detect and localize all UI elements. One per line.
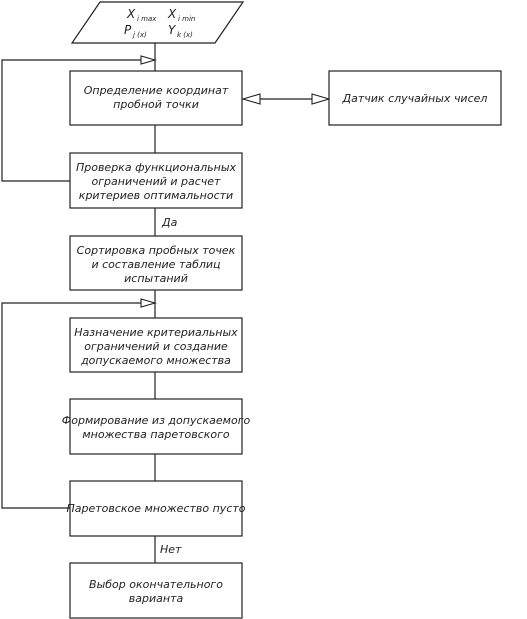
box-coords: Определение координат пробной точки bbox=[69, 70, 243, 126]
input-block: X i max X i min P j (x) Y k (x) bbox=[70, 1, 245, 44]
arrowhead-to-rng bbox=[311, 93, 331, 105]
box-assign: Назначение критериальных ограничений и с… bbox=[69, 317, 243, 373]
box-check: Проверка функциональных ограничений и ра… bbox=[69, 152, 243, 209]
x-min-subscript: i min bbox=[178, 15, 195, 23]
edge-label-no: Нет bbox=[160, 543, 182, 556]
box-empty: Паретовское множество пусто bbox=[66, 480, 246, 537]
box-form-line-1: Формирование из допускаемого bbox=[62, 414, 251, 427]
box-check-line-3: критериев оптимальности bbox=[79, 189, 233, 202]
p-subscript: j (x) bbox=[132, 31, 147, 39]
box-form-line-2: множества паретовского bbox=[82, 428, 230, 441]
box-empty-line-1: Паретовское множество пусто bbox=[66, 502, 245, 515]
y-symbol: Y bbox=[168, 23, 177, 37]
box-sort-line-3: испытаний bbox=[124, 272, 188, 285]
arrowhead-to-coords bbox=[241, 93, 261, 105]
loop-check-arrowhead bbox=[140, 55, 158, 65]
input-parallelogram bbox=[70, 1, 245, 44]
box-sort-line-2: и составление таблиц bbox=[91, 258, 220, 271]
loop-empty-to-assign bbox=[1, 302, 155, 509]
loop-empty-arrowhead bbox=[140, 298, 158, 308]
box-assign-line-3: допускаемого множества bbox=[80, 354, 231, 367]
box-choice: Выбор окончательного варианта bbox=[69, 562, 243, 619]
p-symbol: P bbox=[124, 23, 132, 37]
box-form: Формирование из допускаемого множества п… bbox=[62, 398, 251, 455]
edge-label-yes: Да bbox=[161, 216, 178, 229]
box-rng-line-1: Датчик случайных чисел bbox=[342, 92, 488, 105]
box-choice-line-1: Выбор окончательного bbox=[89, 578, 223, 591]
loop-check-to-coords bbox=[1, 59, 155, 182]
box-check-line-2: ограничений и расчет bbox=[92, 175, 222, 188]
box-coords-line-1: Определение координат bbox=[84, 84, 229, 97]
box-sort-line-1: Сортировка пробных точек bbox=[77, 244, 236, 257]
x-max-subscript: i max bbox=[137, 15, 157, 23]
y-subscript: k (x) bbox=[177, 31, 193, 39]
box-choice-line-2: варианта bbox=[129, 592, 184, 605]
box-coords-line-2: пробной точки bbox=[113, 98, 199, 111]
box-check-line-1: Проверка функциональных bbox=[76, 161, 237, 174]
box-assign-line-2: ограничений и создание bbox=[84, 340, 228, 353]
x-max-symbol: X bbox=[126, 7, 136, 21]
box-sort: Сортировка пробных точек и составление т… bbox=[69, 235, 243, 291]
box-assign-line-1: Назначение критериальных bbox=[74, 326, 238, 339]
x-min-symbol: X bbox=[167, 7, 177, 21]
box-rng: Датчик случайных чисел bbox=[328, 70, 502, 126]
